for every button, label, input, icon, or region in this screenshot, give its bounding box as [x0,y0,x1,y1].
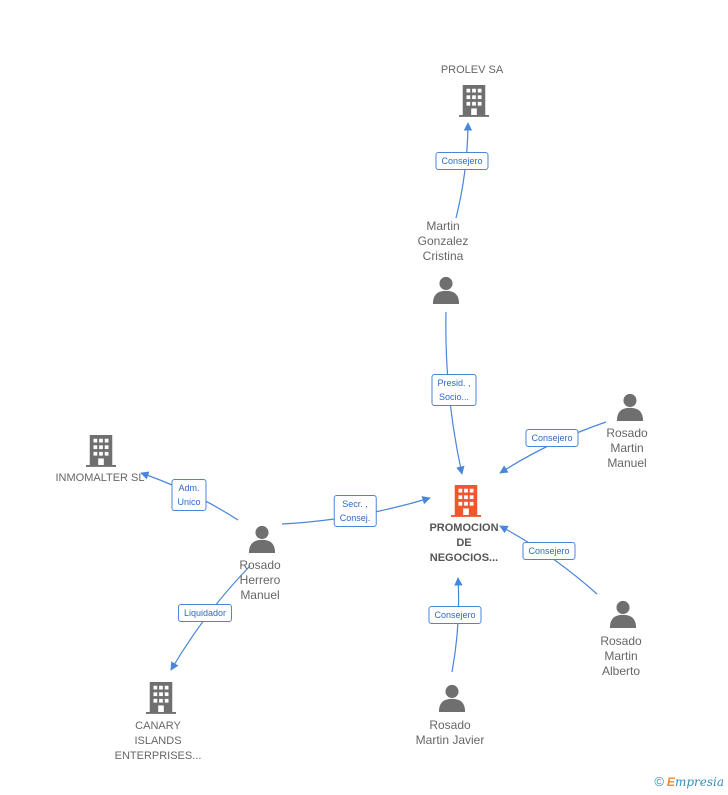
footer-brand: ©Empresia [654,774,724,789]
brand-logo-text: mpresia [674,775,724,789]
edge-label-rosado-herrero-to-canary[interactable]: Liquidador [177,604,233,622]
edge-label-rosado-herrero-to-promocion[interactable]: Secr. , Consej. [333,495,377,527]
person-icon[interactable] [432,276,460,304]
building-icon[interactable] [146,682,176,714]
edge-label-rosado-martin-javier-to-promocion[interactable]: Consejero [428,606,482,624]
node-label-prolev[interactable]: PROLEV SA [440,64,504,76]
person-icon[interactable] [609,600,637,628]
node-label-canary[interactable]: CANARY ISLANDS ENTERPRISES... [114,720,202,762]
node-label-rosado-herrero[interactable]: Rosado Herrero Manuel [239,558,281,602]
edge-label-martin-gonzalez-to-promocion[interactable]: Presid. , Socio... [431,374,477,406]
edge-label-rosado-herrero-to-inmomalter[interactable]: Adm. Unico [171,479,207,511]
building-icon[interactable] [459,85,489,117]
node-label-inmomalter[interactable]: INMOMALTER SL [55,472,145,484]
person-icon[interactable] [248,525,276,553]
edge-label-rosado-martin-alberto-to-promocion[interactable]: Consejero [522,542,576,560]
person-icon[interactable] [438,684,466,712]
edge-label-martin-gonzalez-to-prolev[interactable]: Consejero [435,152,489,170]
node-label-martin-gonzalez[interactable]: Martin Gonzalez Cristina [417,219,469,263]
person-icon[interactable] [616,393,644,421]
edge-martin-gonzalez-to-prolev [455,122,473,219]
building-icon[interactable] [451,485,481,517]
building-icon[interactable] [86,435,116,467]
node-label-promocion[interactable]: PROMOCION DE NEGOCIOS... [429,522,499,564]
copyright-icon: © [654,774,664,789]
edge-label-rosado-martin-manuel-to-promocion[interactable]: Consejero [525,429,579,447]
edge-rosado-martin-alberto-to-promocion [499,525,598,595]
node-label-rosado-martin-manuel[interactable]: Rosado Martin Manuel [606,426,648,470]
node-label-rosado-martin-javier[interactable]: Rosado Martin Javier [415,718,485,747]
edge-rosado-martin-javier-to-promocion [451,577,463,673]
brand-logo-initial: E [666,775,675,789]
node-label-rosado-martin-alberto[interactable]: Rosado Martin Alberto [600,634,642,678]
